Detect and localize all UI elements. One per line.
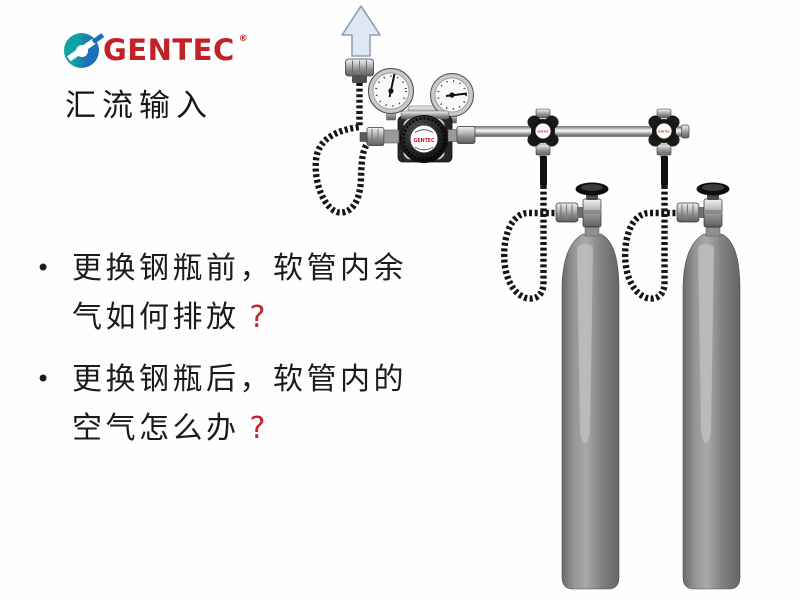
station-face [535,123,551,139]
logo-slash [67,38,96,62]
outlet-pressure-gauge [430,73,474,117]
bullet-line: 更换钢瓶前，软管内余 [72,251,407,286]
bullet-list: • 更换钢瓶前，软管内余 气如何排放? • 更换钢瓶后，软管内的 空气怎么办? [36,244,486,453]
regulator-outlet-fitting [456,126,476,144]
question-mark: ? [249,300,266,335]
vent-arrow-icon [341,5,381,57]
gentec-logo-icon [64,33,105,68]
brand-name: GENTEC [103,33,235,67]
fitting-collar [352,76,367,83]
cylinder-bay-2 [625,109,740,589]
bullet-line: 更换钢瓶后，软管内的 [72,362,407,397]
pressure-regulator: GENTEC [359,68,476,163]
regulator-brand-label: GENTEC [414,138,435,144]
valve-band [583,210,601,214]
cylinder-bay: GENTEC [500,108,620,590]
cylinder-pigtail-hose [500,186,560,302]
vent-assembly [312,5,381,216]
bullet-marker: • [36,254,54,282]
gauge-ticks [437,80,467,110]
manifold-valve-station: GENTEC [527,108,559,158]
gentec-logo: GENTEC ® [64,33,248,68]
valve-collar [577,207,584,218]
cylinder-drop-hose [540,156,547,186]
list-item: • 更换钢瓶前，软管内余 气如何排放? [36,244,486,342]
handwheel-shine [581,184,603,191]
gauge-hub [449,92,455,98]
bullet-line: 气如何排放 [72,300,240,335]
station-top-port [535,108,551,119]
page-title: 汇流输入 [65,88,213,124]
knob-knurl [402,117,446,161]
bullet-text: 更换钢瓶前，软管内余 气如何排放? [72,244,407,342]
cylinder-body [561,233,620,590]
outlet-collar [447,129,459,142]
regulator-brand-badge [409,124,439,154]
bullet-line: 空气怎么办 [72,411,240,446]
cylinder-highlight [577,244,593,443]
badge-arc-text-bottom [414,146,434,151]
gas-cylinder [561,226,620,590]
badge-arc-text-top [414,129,434,133]
gauge-ticks [375,75,407,107]
bullet-marker: • [36,365,54,393]
inlet-collar [383,129,400,144]
inlet-pressure-gauge [368,68,414,114]
vent-pigtail-hose [312,83,380,216]
list-item: • 更换钢瓶后，软管内的 空气怎么办? [36,355,486,453]
station-outlet-stub [539,152,547,158]
bullet-text: 更换钢瓶后，软管内的 空气怎么办? [72,355,407,453]
manifold-valve-label: GENTEC [537,129,550,133]
registered-mark: ® [238,34,248,44]
regulator-inlet-fitting [366,127,385,146]
gauge-hub [388,88,394,94]
manifold-pipe-endcap [681,124,690,139]
question-mark: ? [249,411,266,446]
cylinder-valve [555,182,609,228]
cylinder-neck [584,226,600,237]
